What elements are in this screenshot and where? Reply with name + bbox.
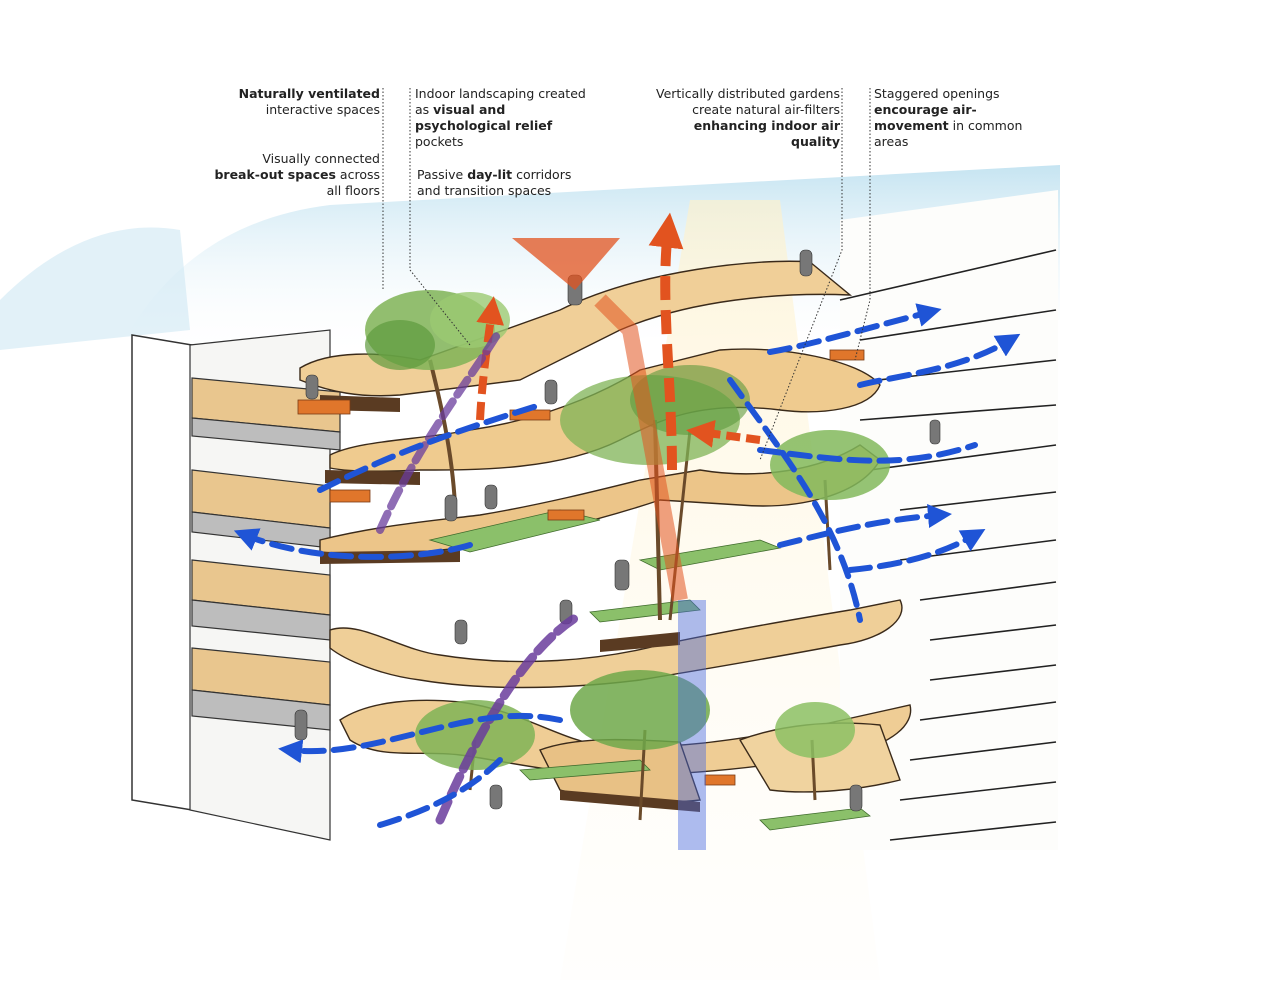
- annotation-openings-text-1: Staggered openings: [874, 86, 1000, 101]
- annotation-breakout-text-2: across all floors: [326, 167, 380, 198]
- left-floor-slabs: [191, 377, 341, 731]
- annotation-breakout: Visually connected break-out spaces acro…: [208, 151, 380, 199]
- annotation-daylit-bold: day-lit: [467, 167, 513, 182]
- air-movement-flows: [233, 303, 1021, 828]
- annotation-openings: Staggered openings encourage air-movemen…: [874, 86, 1044, 150]
- tree-upper-left: [365, 290, 510, 506]
- airflow-left-mid: [233, 528, 473, 560]
- people: [294, 249, 941, 812]
- annotation-breakout-text-1: Visually connected: [262, 151, 380, 166]
- heat-arrow-center: [686, 419, 761, 448]
- cool-air-column: [678, 600, 706, 850]
- mixed-air-flows: [376, 326, 585, 825]
- airflow-lower-diag: [377, 757, 503, 828]
- annotation-landscaping: Indoor landscaping created as visual and…: [415, 86, 595, 150]
- annotation-daylit-text-1: Passive: [417, 167, 468, 182]
- heat-arrow-left: [476, 296, 505, 421]
- annotation-gardens: Vertically distributed gardens create na…: [650, 86, 840, 150]
- airflow-left-low: [278, 712, 563, 764]
- tree-lower-center: [570, 670, 710, 821]
- annotation-gardens-text: Vertically distributed gardens create na…: [656, 86, 840, 117]
- annotation-ventilated-text: interactive spaces: [265, 102, 380, 117]
- annotation-daylit-text-2: corridors and transition spaces: [417, 167, 572, 198]
- airflow-right-upper: [857, 333, 1021, 388]
- airflow-right-band: [757, 442, 978, 464]
- annotation-gardens-bold: enhancing indoor air quality: [693, 118, 840, 149]
- annotation-ventilated: Naturally ventilated interactive spaces: [208, 86, 380, 118]
- annotation-landscaping-bold: visual and psychological relief: [415, 102, 553, 133]
- airflow-right-mid: [777, 504, 952, 548]
- annotation-daylit: Passive day-lit corridors and transition…: [417, 167, 582, 199]
- airflow-right-low: [847, 529, 986, 573]
- annotation-ventilated-bold: Naturally ventilated: [238, 86, 380, 101]
- annotation-openings-bold: encourage air-movement: [874, 102, 977, 133]
- annotation-openings-text-2: in common areas: [874, 118, 1023, 149]
- tree-lower-right: [775, 702, 855, 801]
- airflow-upper-right: [767, 303, 942, 355]
- heat-arrow-mid: [648, 212, 684, 471]
- warm-air-flows: [476, 212, 761, 602]
- leader-lines: [382, 88, 871, 461]
- annotation-breakout-bold: break-out spaces: [214, 167, 336, 182]
- exhaust-funnel: [512, 238, 620, 290]
- annotation-landscaping-text-2: pockets: [415, 134, 464, 149]
- annotation-landscaping-text-1: Indoor landscaping created as: [415, 86, 586, 117]
- airflow-descending: [727, 377, 863, 623]
- airflow-upper-left: [317, 402, 543, 493]
- benches: [297, 349, 865, 786]
